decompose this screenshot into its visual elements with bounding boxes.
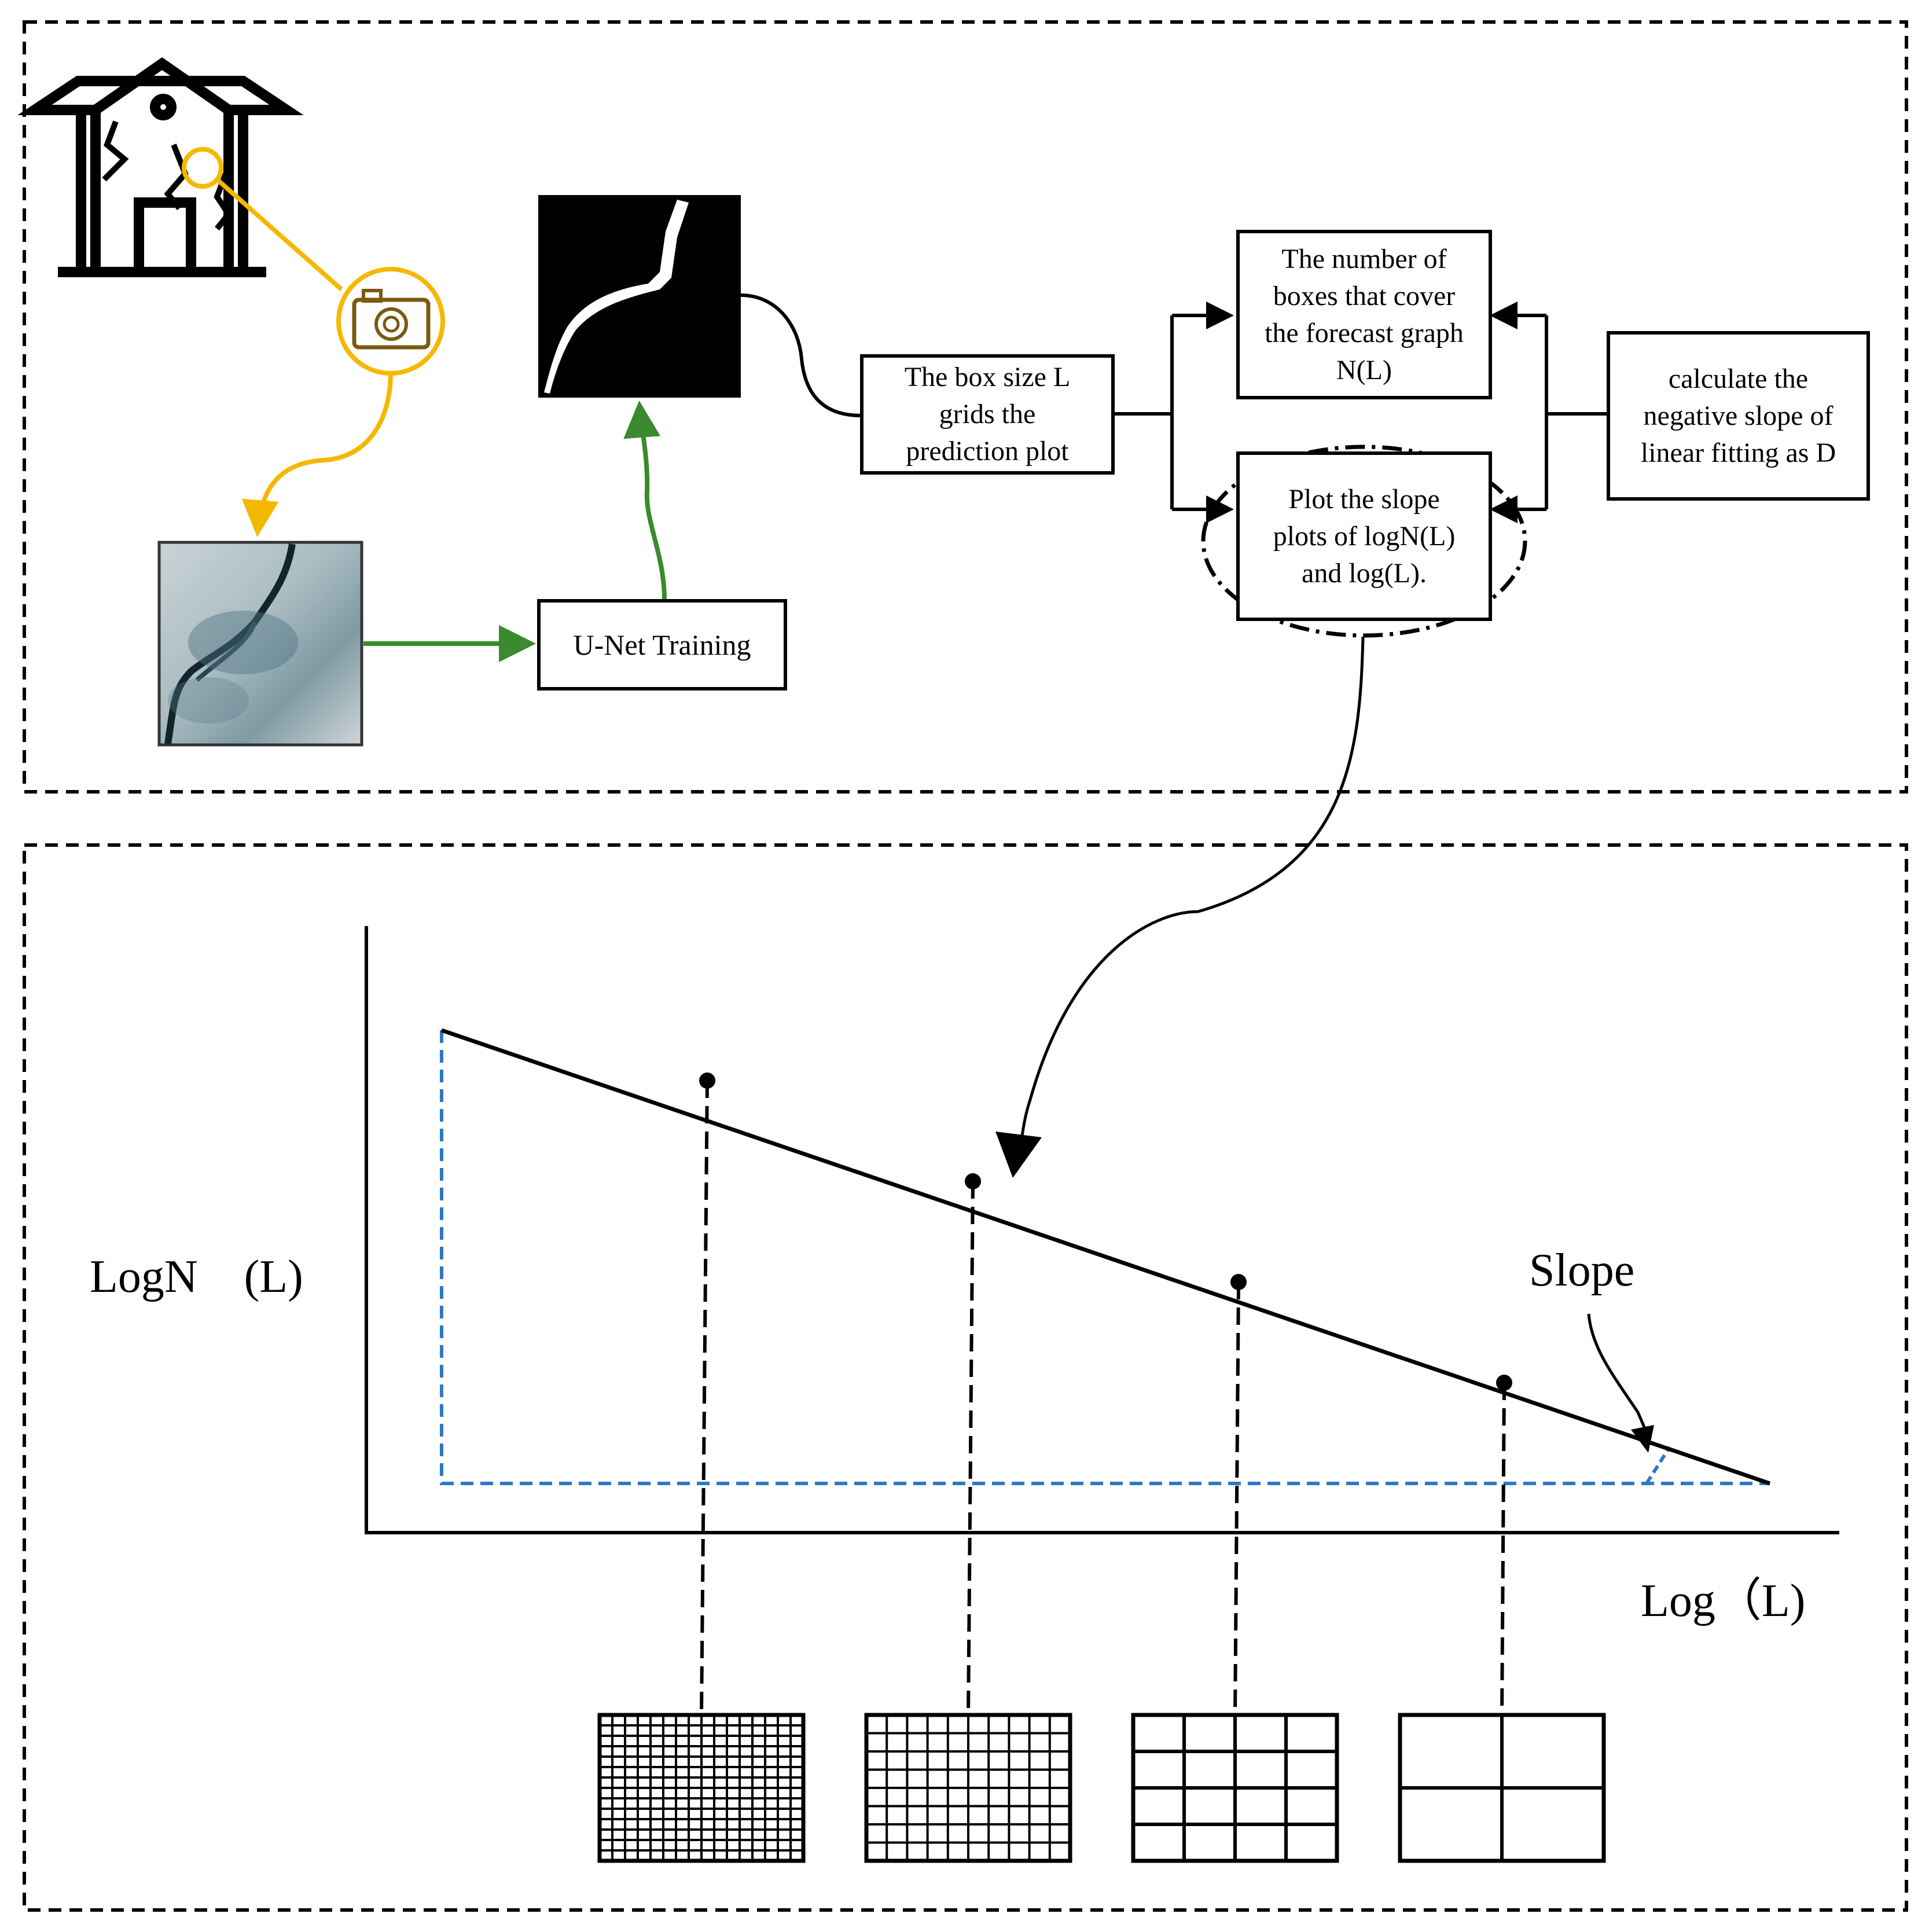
data-point-2 <box>965 1173 981 1189</box>
boxsize-branch-lines <box>1113 315 1174 509</box>
connector-arrowhead <box>995 1132 1042 1178</box>
drop-line-1 <box>700 1080 709 1716</box>
calc-slope-box: calculate the negative slope of linear f… <box>1607 331 1870 501</box>
camera-icon <box>336 267 445 376</box>
slope-annotation-arrow <box>1587 1313 1648 1433</box>
box-grid-lines-3 <box>1133 1715 1337 1861</box>
y-axis-label: LogN (L) <box>90 1251 303 1302</box>
magnifier-to-camera-line <box>215 178 343 291</box>
x-axis-label: Log（L) <box>1641 1575 1806 1626</box>
highlight-to-chart-connector <box>1019 636 1365 1147</box>
crack-magnifier <box>182 147 223 189</box>
guide-dashed-lines <box>440 1030 1770 1485</box>
slope-angle-marker <box>1645 1446 1671 1485</box>
box-grid-lines-1 <box>600 1715 803 1861</box>
unet-to-output-arrow <box>623 401 667 600</box>
drop-line-4 <box>1500 1382 1506 1716</box>
unet-training-box: U-Net Training <box>537 599 787 690</box>
chart-marks <box>440 1028 1771 1863</box>
box-grid-lines-4 <box>1400 1715 1604 1861</box>
box-size-box: The box size L grids the prediction plot <box>860 354 1115 475</box>
bottom-panel-frame <box>23 843 1908 1912</box>
drop-line-2 <box>967 1181 975 1716</box>
number-of-boxes-box: The number of boxes that cover the forec… <box>1236 230 1492 399</box>
calc-branch-lines <box>1545 315 1608 509</box>
slope-plot-highlight-ellipse <box>1201 445 1527 638</box>
data-point-1 <box>699 1072 715 1089</box>
data-point-4 <box>1496 1375 1512 1391</box>
camera-to-photo-arrow <box>241 373 393 537</box>
output-to-boxsize-curve <box>740 293 862 417</box>
cracked-house-icon <box>17 57 304 277</box>
slope-plot-box: Plot the slope plots of logN(L) and log(… <box>1236 451 1492 621</box>
slope-label: Slope <box>1529 1245 1635 1296</box>
top-panel-frame <box>23 20 1908 794</box>
segmentation-output-image <box>538 195 741 398</box>
box-grid-lines-2 <box>866 1715 1070 1861</box>
fit-line <box>440 1028 1771 1486</box>
data-point-3 <box>1230 1274 1247 1290</box>
drop-line-3 <box>1233 1281 1240 1716</box>
crack-photo <box>157 541 363 747</box>
